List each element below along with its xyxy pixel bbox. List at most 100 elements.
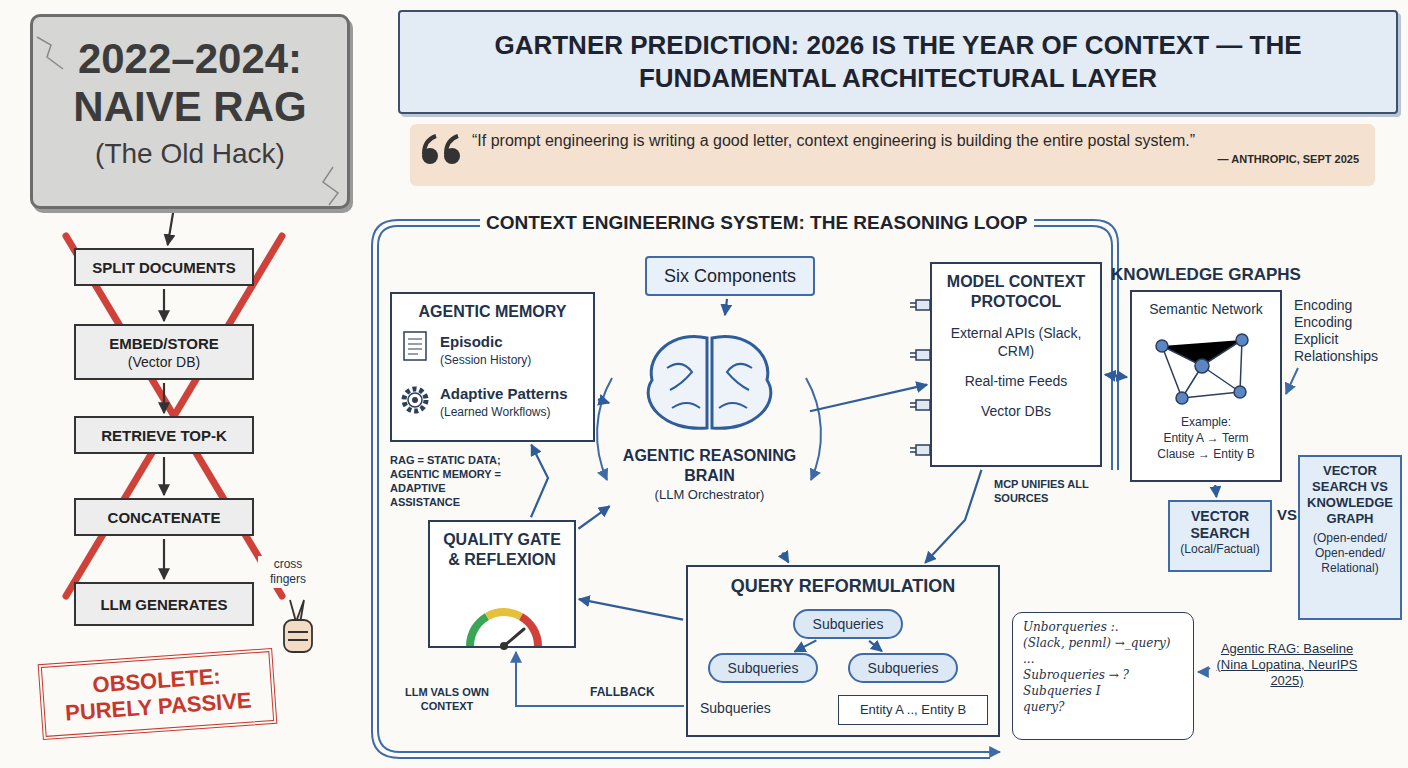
node-text: Entity A → Term — [1140, 430, 1272, 446]
connector-arrow — [163, 289, 165, 321]
reasoning-loop — [597, 378, 612, 480]
gauge-icon — [470, 617, 487, 646]
connector-arrow — [782, 553, 788, 563]
reasoning-loop — [1198, 668, 1210, 672]
memory-icons — [404, 332, 426, 360]
annotation-text: Agentic RAG: Baseline (Nina Lopatina, Ne… — [1212, 640, 1362, 690]
memory-icons — [396, 328, 436, 418]
graph-icon — [1162, 340, 1242, 398]
node-text: AGENTIC MEMORY — [398, 302, 587, 322]
protocol-box: MODEL CONTEXT PROTOCOLExternal APIs (Sla… — [930, 262, 1102, 467]
plug-connectors — [916, 300, 930, 310]
node-text: (Session History) — [440, 352, 587, 368]
graph-icon — [1156, 340, 1168, 352]
red-cross — [66, 236, 282, 596]
node-text: Subroqueries → ? — [1023, 667, 1183, 683]
brain-icon — [648, 336, 707, 428]
connector-arrow — [531, 445, 548, 518]
node-text: Subqueries — [868, 659, 939, 677]
graph-icon — [1236, 334, 1248, 346]
node-text: MODEL CONTEXT PROTOCOL — [942, 272, 1090, 312]
reasoning-loop — [378, 226, 1112, 752]
gauge-icon — [500, 642, 508, 650]
node-text: (LLM Orchestrator) — [620, 486, 799, 503]
component-tag: Six Components — [645, 256, 815, 296]
subquery-pill: Subqueries — [793, 609, 903, 639]
graph-icon — [1176, 392, 1188, 404]
reasoning-loop — [806, 378, 821, 480]
quote-mark — [446, 136, 458, 154]
red-cross — [66, 236, 282, 596]
node-text: OBSOLETE: PURELY PASSIVE — [50, 661, 264, 728]
node-text: (Local/Factual) — [1174, 542, 1266, 557]
memory-icons — [404, 389, 426, 411]
quote-mark — [424, 136, 436, 154]
connector-arrow — [1215, 485, 1216, 497]
vector-search-box: VECTOR SEARCH(Local/Factual) — [1168, 500, 1272, 572]
memory-box: AGENTIC MEMORYEpisodic(Session History)A… — [390, 292, 595, 442]
brain-icon — [648, 336, 771, 428]
connector-arrow — [725, 299, 727, 315]
node-text: RETRIEVE TOP-K — [82, 426, 246, 445]
node-text: (The Old Hack) — [47, 137, 333, 171]
node-text: Unborqueries :. — [1023, 619, 1183, 635]
quote-mark — [416, 130, 466, 170]
process-box: RETRIEVE TOP-K — [74, 416, 254, 454]
node-text: (Open-ended/ Open-ended/ Relational) — [1304, 531, 1396, 576]
annotation-text: VS — [1277, 506, 1297, 524]
node-text: Vector DBs — [942, 402, 1090, 420]
node-text: QUALITY GATE & REFLEXION — [438, 530, 566, 570]
annotation-text: RAG = STATIC DATA; AGENTIC MEMORY = ADAP… — [388, 452, 518, 510]
connector-arrow — [168, 212, 174, 245]
node-text: Real-time Feeds — [942, 372, 1090, 390]
process-box: EMBED/STORE(Vector DB) — [74, 324, 254, 380]
node-text: AGENTIC REASONING BRAIN — [620, 446, 799, 486]
brain-icon — [719, 403, 747, 408]
node-text: — ANTHROPIC, SEPT 2025 — [472, 152, 1359, 166]
annotation-text: CONTEXT ENGINEERING SYSTEM: THE REASONIN… — [480, 211, 1034, 235]
annotation-text: LLM VALS OWN CONTEXT — [392, 684, 502, 714]
plug-connectors — [916, 445, 930, 455]
brain-icon — [672, 403, 700, 408]
stone-cracks — [37, 37, 63, 69]
gauge-icon — [487, 612, 521, 617]
stone-cracks — [323, 167, 338, 205]
annotation-text: Encoding Encoding Explicit Relationships — [1292, 296, 1402, 366]
connector-arrow — [869, 641, 882, 651]
title-banner: GARTNER PREDICTION: 2026 IS THE YEAR OF … — [398, 10, 1398, 114]
reasoning-loop — [516, 652, 684, 706]
process-box: SPLIT DOCUMENTS — [74, 248, 254, 286]
brain-icon — [667, 364, 692, 390]
graph-icon — [1142, 326, 1272, 412]
node-text: 2022–2024: NAIVE RAG — [47, 35, 333, 131]
subquery-pill: Subqueries — [848, 653, 958, 683]
brain-node: AGENTIC REASONING BRAIN(LLM Orchestrator… — [612, 318, 807, 550]
node-text: Example: — [1140, 414, 1272, 430]
plug-connectors — [910, 300, 930, 455]
node-text: SPLIT DOCUMENTS — [82, 258, 246, 277]
entity-box: Entity A .., Entity B — [838, 695, 988, 725]
node-text: Six Components — [664, 265, 796, 287]
node-text: KNOWLEDGE GRAPHS — [1100, 264, 1312, 286]
notes-box: Unborqueries :.(Slack, penml) →_query)..… — [1012, 612, 1194, 740]
stone-tablet: 2022–2024: NAIVE RAG (The Old Hack) — [30, 14, 350, 209]
plug-connectors — [916, 350, 930, 360]
node-text: LLM GENERATES — [82, 595, 246, 614]
crossed-fingers-hand — [284, 600, 312, 652]
connector-arrow — [163, 457, 165, 495]
node-text: VECTOR SEARCH — [1174, 508, 1266, 542]
node-text: (Learned Workflows) — [440, 404, 587, 420]
connector-arrow — [795, 640, 817, 651]
node-text: Episodic — [440, 332, 587, 352]
obsolete-stamp: OBSOLETE: PURELY PASSIVE — [38, 648, 278, 740]
node-text: Clause → Entity B — [1140, 446, 1272, 462]
brain-icon — [667, 364, 752, 408]
node-text: Entity A .., Entity B — [860, 702, 966, 718]
node-text: CONCATENATE — [82, 508, 246, 527]
connector-arrow — [163, 383, 165, 413]
process-box: CONCATENATE — [74, 498, 254, 536]
memory-icons — [412, 397, 418, 403]
memory-icons — [408, 339, 422, 354]
